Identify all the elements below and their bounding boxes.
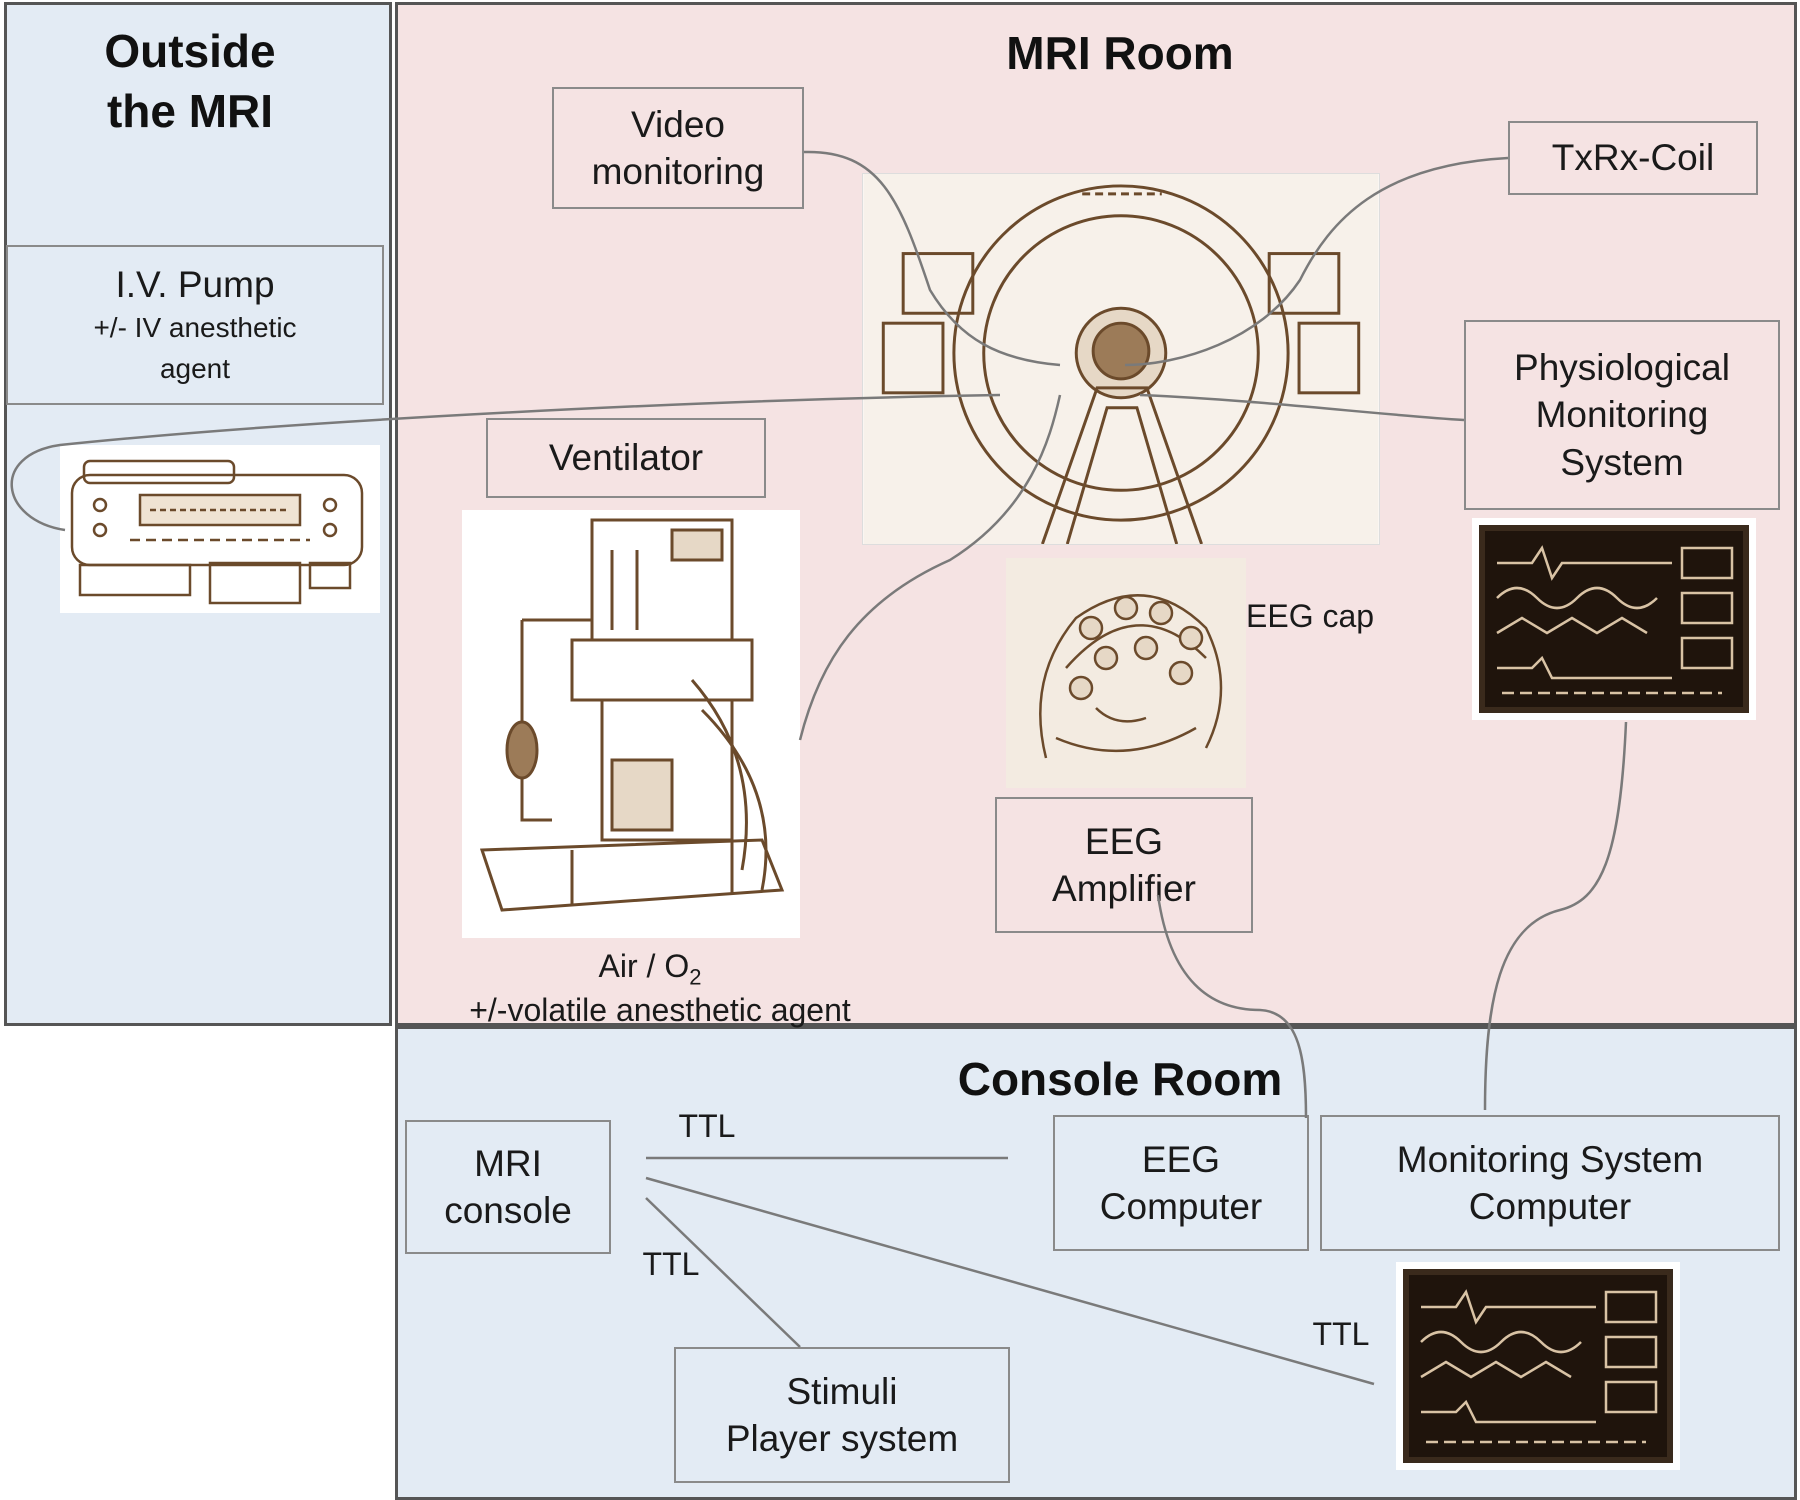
mri-console-line1: MRI <box>474 1142 542 1184</box>
video-monitoring-line1: Video <box>631 103 725 145</box>
physiological-line3: System <box>1560 441 1684 483</box>
iv-pump-box: I.V. Pump +/- IV anesthetic agent <box>6 245 384 405</box>
wire-coil-to-scanner <box>1124 156 1509 367</box>
mri-console-line2: console <box>444 1190 572 1231</box>
stimuli-player-line2: Player system <box>725 1418 959 1459</box>
ttl-label-top: TTL <box>678 1108 736 1144</box>
ttl-label-right: TTL <box>1312 1316 1370 1352</box>
wire-console-to-monitor <box>645 1176 1375 1386</box>
eeg-amplifier-line2: Amplifier <box>1052 868 1196 909</box>
wire-monitor-to-monitoring-computer <box>1483 721 1628 1111</box>
mri-scanner-image <box>862 173 1380 545</box>
monitoring-system-computer-box: Monitoring System Computer <box>1320 1115 1780 1251</box>
wire-ventilator-to-scanner <box>798 394 1062 741</box>
volatile-agent-label: +/-volatile anesthetic agent <box>469 992 851 1028</box>
console-monitor-screen-image <box>1396 1262 1680 1470</box>
console-room-title: Console Room <box>957 1053 1283 1105</box>
physiological-line2: Monitoring <box>1535 394 1709 436</box>
eeg-computer-line2: Computer <box>1099 1186 1263 1227</box>
monitoring-computer-line1: Monitoring System <box>1396 1138 1704 1180</box>
eeg-computer-line1: EEG <box>1141 1138 1221 1180</box>
outside-title-line1: Outside <box>104 25 276 77</box>
eeg-cap-label: EEG cap <box>1246 598 1375 634</box>
iv-pump-subtitle-2: agent <box>159 352 231 384</box>
iv-pump-subtitle: +/- IV anesthetic <box>93 312 297 344</box>
wire-console-to-stimuli <box>645 1197 801 1348</box>
air-o2-subscript: 2 <box>689 964 702 990</box>
outside-title: Outside the MRI <box>30 22 350 142</box>
monitoring-computer-line2: Computer <box>1468 1186 1632 1227</box>
outside-title-line2: the MRI <box>106 84 274 137</box>
eeg-computer-box: EEG Computer <box>1053 1115 1309 1251</box>
wire-video-to-scanner <box>803 150 1061 367</box>
stimuli-player-line1: Stimuli <box>786 1370 898 1412</box>
ventilator-label: Ventilator <box>548 437 704 479</box>
wire-physio-to-scanner <box>1139 393 1465 422</box>
video-monitoring-box: Video monitoring <box>552 87 804 209</box>
ttl-label-middle: TTL <box>642 1246 700 1282</box>
wire-ivpump-to-scanner <box>10 393 1001 532</box>
txrx-coil-label: TxRx-Coil <box>1551 137 1715 179</box>
eeg-amplifier-box: EEG Amplifier <box>995 797 1253 933</box>
iv-pump-title: I.V. Pump <box>115 263 275 305</box>
physiological-line1: Physiological <box>1514 346 1730 388</box>
ventilator-box: Ventilator <box>486 418 766 498</box>
air-o2-prefix: Air / O <box>598 948 690 984</box>
monitor-screen-image <box>1472 518 1756 720</box>
eeg-amplifier-line1: EEG <box>1084 820 1164 862</box>
ventilator-image <box>462 510 800 938</box>
stimuli-player-box: Stimuli Player system <box>674 1347 1010 1483</box>
eeg-cap-image <box>1006 558 1246 788</box>
air-o2-label: Air / O2 <box>520 946 780 991</box>
physiological-monitoring-box: Physiological Monitoring System <box>1464 320 1780 510</box>
mri-room-title: MRI Room <box>1006 27 1234 79</box>
video-monitoring-line2: monitoring <box>591 151 765 192</box>
iv-pump-image <box>60 445 380 613</box>
mri-console-box: MRI console <box>405 1120 611 1254</box>
wire-amplifier-to-eeg-computer <box>1156 894 1308 1119</box>
txrx-coil-box: TxRx-Coil <box>1508 121 1758 195</box>
